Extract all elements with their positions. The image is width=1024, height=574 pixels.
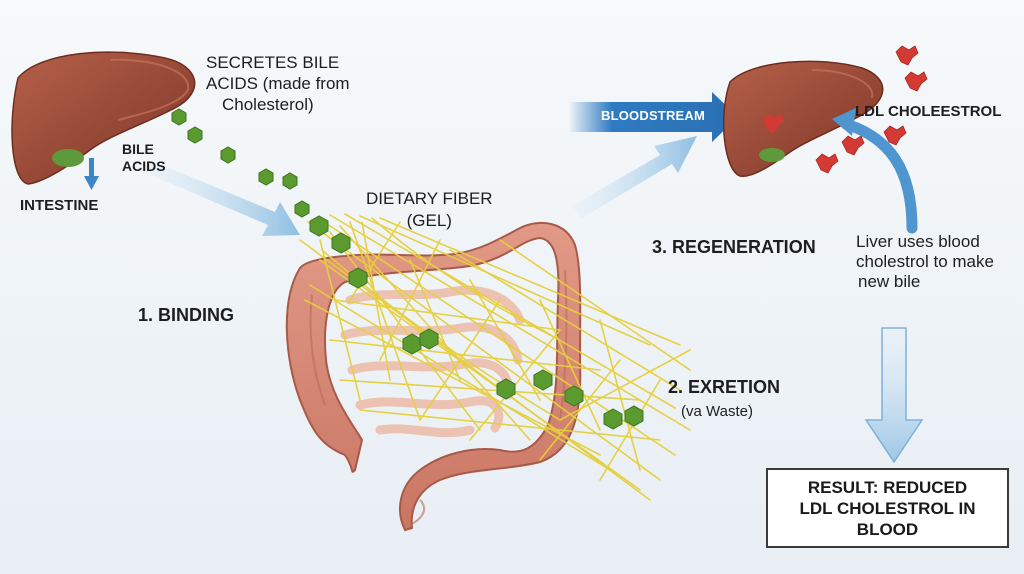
result-line-1: RESULT: REDUCED — [807, 477, 968, 497]
secretes-line-2: ACIDS (made from — [206, 74, 350, 93]
dietary-fiber-line-2: (GEL) — [406, 211, 452, 230]
liver-note-line-2: cholestrol to make — [856, 252, 994, 271]
result-down-arrow — [864, 327, 924, 464]
result-line-2: LDL CHOLESTROL IN — [799, 498, 976, 518]
dietary-fiber-label: DIETARY FIBER (GEL) — [366, 188, 493, 232]
secretes-line-1: SECRETES BILE — [206, 53, 340, 72]
excretion-sub-label: (va Waste) — [681, 403, 753, 420]
ldl-uptake-arrow — [832, 108, 918, 234]
bile-acids-line-1: BILE — [122, 141, 154, 157]
regeneration-step-label: 3. REGENERATION — [652, 237, 816, 257]
liver-note: Liver uses blood cholestrol to make new … — [856, 232, 994, 292]
result-box: RESULT: REDUCED LDL CHOLESTROL IN BLOOD — [766, 468, 1009, 548]
bile-acids-line-2: ACIDS — [122, 158, 166, 174]
colon — [285, 221, 582, 532]
bloodstream-label: BLOODSTREAM — [601, 108, 706, 123]
result-line-3: BLOOD — [856, 519, 919, 539]
binding-step-label: 1. BINDING — [138, 305, 235, 325]
liver-note-line-3: new bile — [858, 272, 921, 291]
bile-flow-arrow — [144, 160, 300, 236]
liver-note-line-1: Liver uses blood — [856, 232, 980, 251]
secretes-bile-label: SECRETES BILE ACIDS (made from Cholester… — [206, 52, 350, 115]
intestine-label: INTESTINE — [20, 197, 99, 214]
liver-right — [722, 60, 884, 177]
bloodstream-arrow — [570, 92, 738, 142]
liver-left — [11, 51, 196, 185]
bile-acid-trail — [171, 108, 310, 218]
intestine-down-arrow — [84, 158, 99, 190]
dietary-fiber-line-1: DIETARY FIBER — [366, 189, 493, 208]
excretion-step-label: 2. EXRETION — [668, 377, 781, 397]
ldl-particles — [815, 45, 928, 174]
bound-bile-acids — [309, 215, 644, 430]
bile-acids-label: BILE ACIDS — [122, 141, 166, 175]
ldl-label: LDL CHOLEESTROL — [855, 103, 1002, 120]
fiber-gel-mesh — [299, 213, 691, 501]
secretes-line-3: Cholesterol) — [222, 95, 314, 114]
regeneration-arrow — [572, 136, 697, 218]
